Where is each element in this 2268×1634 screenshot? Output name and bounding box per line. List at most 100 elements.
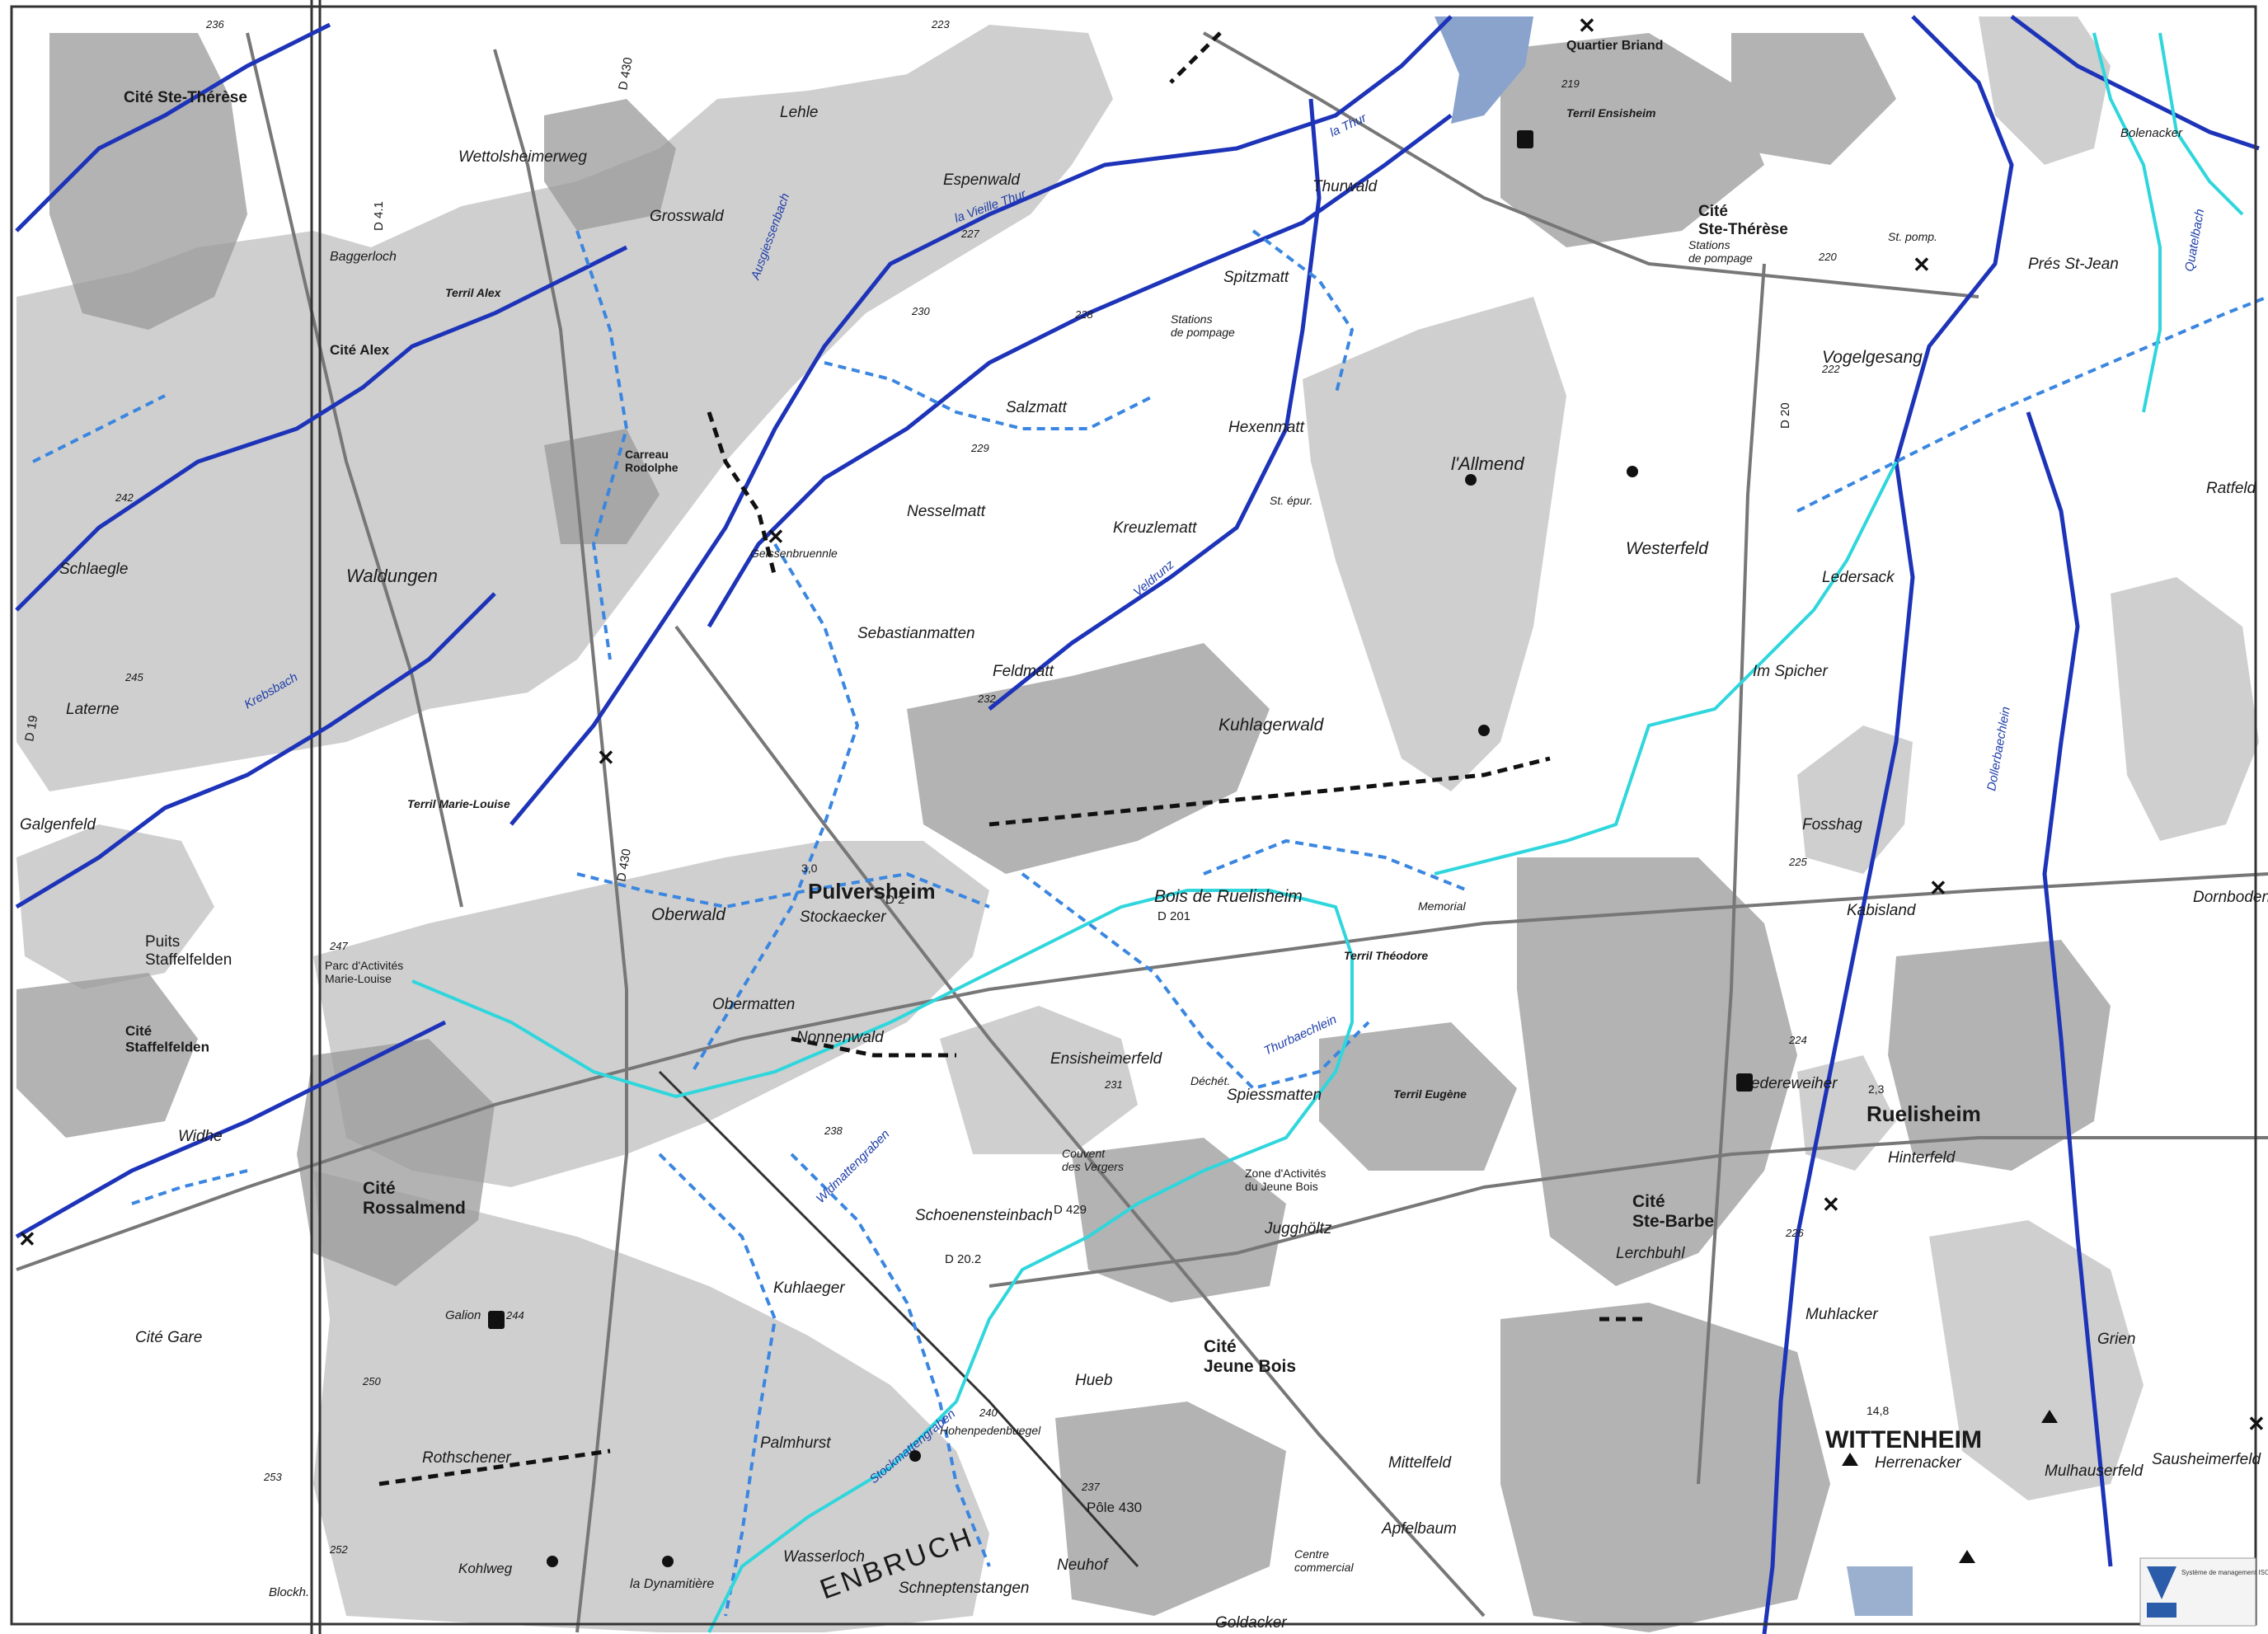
place-label: Niedereweiher [1736, 1075, 1838, 1092]
facility-terril-ensisheim: Terril Ensisheim [1566, 106, 1655, 120]
altitude-label: 240 [979, 1406, 998, 1419]
place-labels: Grosswald Espenwald Thurwald Spitzmatt S… [20, 104, 2268, 1632]
facility-terril-theodore: Terril Théodore [1344, 949, 1428, 962]
place-label: l'Allmend [1451, 453, 1524, 474]
railway [310, 0, 1139, 1634]
ruin-icon: ✕ [1929, 876, 1947, 900]
facility-geissenbruennle: Geissenbruennle [750, 547, 838, 560]
place-label: Apfelbaum [1381, 1520, 1457, 1538]
altitude-labels: 236 223 219 220 222 229 230 232 227 228 … [115, 18, 1840, 1556]
altitude-label: 237 [1081, 1481, 1100, 1493]
place-label: Bois de Ruelisheim [1154, 887, 1303, 906]
place-label: Mittelfeld [1388, 1454, 1452, 1472]
facility-memorial: Memorial [1418, 899, 1466, 913]
altitude-label: 230 [911, 305, 930, 317]
place-label: Feldmatt [993, 663, 1054, 680]
lake-south [1847, 1566, 1913, 1616]
place-label: Sausheimerfeld [2152, 1451, 2261, 1468]
altitude-label: 232 [977, 693, 996, 705]
ruin-icon: ✕ [767, 524, 785, 549]
place-label: Fosshag [1802, 816, 1862, 833]
road-label: D 4.1 [372, 201, 386, 231]
place-label: Hueb [1075, 1372, 1112, 1389]
altitude-label: 245 [124, 671, 143, 683]
place-label: Hexenmatt [1228, 419, 1305, 436]
ruin-icon: ✕ [597, 745, 615, 770]
ruin-icon: ✕ [1578, 13, 1596, 38]
place-label: Wasserloch [783, 1548, 865, 1566]
rivers [15, 15, 2260, 1634]
ruin-icon: ✕ [1822, 1192, 1840, 1217]
place-label: Spiessmatten [1227, 1087, 1322, 1104]
altitude-label: 223 [931, 18, 950, 31]
place-label: Schoenensteinbach [915, 1207, 1053, 1224]
place-label: Galgenfeld [20, 816, 96, 833]
altitude-label: 219 [1561, 77, 1580, 90]
place-label: Kuhlaeger [773, 1279, 845, 1297]
place-label: Kuhlagerwald [1219, 716, 1325, 735]
triangle-icon [1842, 1453, 1858, 1466]
place-label: Widhe [178, 1128, 223, 1145]
place-label: Baggerloch [330, 250, 397, 264]
place-label: Vogelgesang [1822, 348, 1923, 367]
cyan-path [411, 32, 2244, 1633]
place-label: Palmhurst [760, 1434, 831, 1452]
altitude-label: 247 [329, 940, 348, 952]
road-label: D 430 [616, 56, 636, 91]
place-label: Muhlacker [1805, 1306, 1878, 1323]
roads [16, 31, 2268, 1633]
point-icon [1478, 725, 1490, 736]
place-label: la Dynamitière [630, 1577, 714, 1591]
altitude-label: 224 [1788, 1034, 1807, 1046]
map-symbols: ✕ ✕ ✕ ✕ ✕ ✕ ✕ ✕ [18, 13, 2266, 1567]
place-label: Salzmatt [1006, 399, 1068, 416]
place-label: Galion [445, 1308, 481, 1322]
place-label: Grien [2097, 1331, 2135, 1348]
facility-dechet: Déchét. [1190, 1074, 1230, 1087]
facility-labels: Terril Alex Terril Marie-Louise Terril E… [325, 106, 1937, 1574]
road-labels: D 430 D 2 D 20 D 20.2 D 429 D 19 D 201 D… [22, 56, 1792, 1266]
place-label: Rothschener [422, 1449, 511, 1467]
altitude-label: 222 [1821, 363, 1840, 375]
place-label: Wettolsheimerweg [458, 148, 587, 166]
place-label: Ledersack [1822, 569, 1895, 586]
place-label: Dornboden [2193, 889, 2268, 906]
parking-icon [1736, 1073, 1753, 1092]
place-label: Westerfeld [1626, 539, 1709, 558]
place-label: Lerchbuhl [1616, 1245, 1685, 1262]
altitude-label: 226 [1785, 1227, 1804, 1239]
place-label: Schlaegle [59, 561, 128, 578]
place-label: Ratfeld [2206, 480, 2257, 497]
place-label: Goldacker [1215, 1614, 1287, 1632]
altitude-label: 231 [1104, 1078, 1123, 1091]
place-label: Blockh. [269, 1585, 309, 1599]
place-label: Bolenacker [2120, 126, 2183, 140]
place-label: Hinterfeld [1888, 1149, 1956, 1167]
ruin-icon: ✕ [1913, 252, 1931, 277]
town-pulversheim: Pulversheim [808, 879, 936, 904]
spot-height-pulversheim: 3,0 [801, 862, 818, 875]
altitude-label: 242 [115, 491, 134, 504]
spot-height-ruelisheim: 2,3 [1868, 1082, 1885, 1096]
altitude-label: 236 [205, 18, 224, 31]
place-label: Jugghöltz [1264, 1220, 1332, 1237]
place-label: Kabisland [1847, 902, 1917, 919]
place-label: Neuhof [1057, 1557, 1109, 1574]
place-label: Oberwald [651, 905, 726, 924]
lake [1435, 16, 1533, 124]
road-label: D 20.2 [945, 1252, 981, 1266]
boundaries [378, 31, 1649, 1486]
place-label: Obermatten [712, 996, 795, 1013]
dashed-streams [32, 229, 2268, 1617]
